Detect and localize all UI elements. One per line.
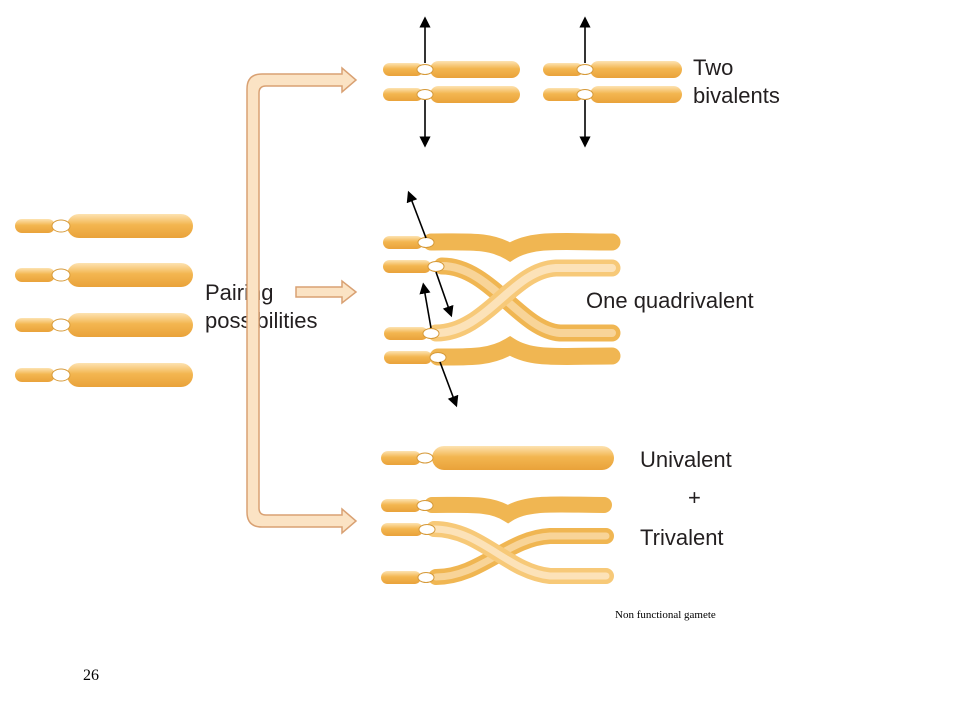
univalent-label: Univalent	[640, 447, 732, 472]
trivalent-label: Trivalent	[640, 525, 724, 550]
homolog-set	[15, 214, 193, 387]
chromosome-homolog-1	[15, 214, 193, 238]
two-bivalents-group	[383, 16, 682, 148]
hollow-right-arrow-icon	[295, 279, 358, 305]
footnote: Non functional gamete	[615, 609, 716, 621]
quadrivalent-group	[383, 190, 621, 408]
quadrivalent-label: One quadrivalent	[586, 288, 754, 313]
chromosome-homolog-2	[15, 263, 193, 287]
pairing-label-line2: possibilities	[205, 308, 318, 333]
centromere	[51, 318, 71, 332]
spindle-arrow-icon	[406, 190, 427, 239]
centromere	[51, 268, 71, 282]
univalent-chromosome	[381, 446, 614, 470]
spindle-arrow-icon	[439, 361, 459, 408]
pairing-label-line1: Pairing	[205, 280, 273, 305]
chromosome-homolog-4	[15, 363, 193, 387]
plus-sign: +	[688, 485, 701, 510]
bivalent-1	[383, 16, 520, 148]
spindle-arrow-icon	[435, 271, 454, 318]
page-number: 26	[83, 667, 99, 684]
bivalent-2	[543, 16, 682, 148]
univalent-trivalent-group	[381, 446, 614, 585]
centromere	[51, 368, 71, 382]
two-bivalents-label-line2: bivalents	[693, 83, 780, 108]
spindle-arrow-icon	[419, 282, 432, 329]
centromere	[51, 219, 71, 233]
chromosome-homolog-3	[15, 313, 193, 337]
branch-arrow-icon	[246, 66, 358, 535]
two-bivalents-label-line1: Two	[693, 55, 733, 80]
trivalent-chromosomes	[381, 496, 614, 585]
pairing-arrows	[246, 66, 358, 535]
